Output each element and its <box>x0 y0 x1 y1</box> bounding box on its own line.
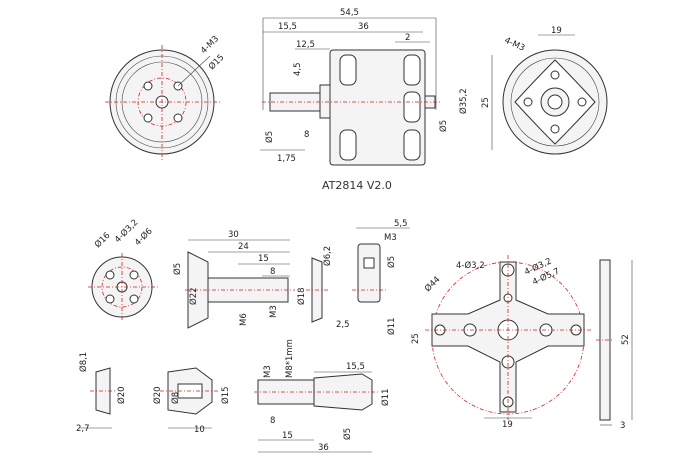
pa-len8: 8 <box>270 267 275 277</box>
cone-d15: Ø15 <box>220 386 231 404</box>
motor-d-body: Ø35,2 <box>458 88 469 114</box>
spacer-d81: Ø8,1 <box>78 352 89 372</box>
sa-d11: Ø11 <box>380 388 391 406</box>
xm-h25: 25 <box>411 333 421 344</box>
pa-len24: 24 <box>238 242 249 252</box>
motor-d-8: 8 <box>304 130 309 140</box>
motor-len-12: 12,5 <box>296 40 315 50</box>
spacer-d20: Ø20 <box>116 386 127 404</box>
x-mount-side: 52 3 <box>596 259 633 431</box>
rear-h25: 25 <box>481 97 491 108</box>
motor-d-shaft: Ø5 <box>264 131 275 143</box>
sa-len36: 36 <box>318 443 329 453</box>
nut-m3: M3 <box>384 233 397 243</box>
drawing-title: AT2814 V2.0 <box>322 179 392 192</box>
shaft-adapter-view: M3 M8*1mm 15,5 Ø11 8 15 36 Ø5 <box>254 339 391 453</box>
spacer-t27: 2,7 <box>76 424 90 434</box>
rear-holes-label: 4-M3 <box>503 36 526 54</box>
xm-h1: 4-Ø3,2 <box>456 260 485 271</box>
adapter-front-view: Ø16 4-Ø3,2 4-Ø6 <box>88 217 158 321</box>
xm-pcd: Ø44 <box>422 274 442 294</box>
xm-w19: 19 <box>502 420 513 430</box>
xm-t3: 3 <box>620 421 625 431</box>
cone-d8: Ø8 <box>170 392 181 404</box>
nut-d11: Ø11 <box>386 317 397 335</box>
sa-len155: 15,5 <box>346 362 365 372</box>
motor-len-2: 2 <box>405 33 410 43</box>
motor-len-shaft: 15,5 <box>278 22 297 32</box>
motor-d-shaft-right: Ø5 <box>438 120 449 132</box>
motor-len-total: 54,5 <box>340 8 359 18</box>
sa-len15: 15 <box>282 431 293 441</box>
washer-view: Ø6,2 2,5 <box>306 246 350 330</box>
sa-m8: M8*1mm <box>285 339 295 378</box>
pa-d18: Ø18 <box>296 287 307 305</box>
motor-front-pcd-label: Ø15 <box>206 52 226 72</box>
motor-side-view: 54,5 15,5 36 12,5 2 Ø5 4,5 8 Ø5 Ø35,2 1,… <box>260 8 469 166</box>
spacer-view: Ø8,1 Ø20 2,7 <box>76 352 127 434</box>
motor-front-view: 4-M3 Ø15 <box>105 34 227 160</box>
pa-m3: M3 <box>269 305 279 318</box>
cone-d20: Ø20 <box>152 386 163 404</box>
rear-w19: 19 <box>551 26 562 36</box>
pa-d5: Ø5 <box>172 263 183 275</box>
motor-rear-view: 19 4-M3 25 <box>481 26 608 155</box>
nut-d5: Ø5 <box>386 256 397 268</box>
motor-len-175: 1,75 <box>277 154 296 164</box>
motor-len-body: 36 <box>358 22 369 32</box>
sa-m3: M3 <box>263 365 273 378</box>
pa-m6: M6 <box>239 313 249 326</box>
cone-t10: 10 <box>194 425 205 435</box>
washer-d62: Ø6,2 <box>322 246 333 266</box>
pa-len15: 15 <box>258 254 269 264</box>
adapter-pcd: Ø16 <box>92 230 112 250</box>
sa-d5: Ø5 <box>342 428 353 440</box>
pa-d22: Ø22 <box>188 287 199 305</box>
motor-d-45: 4,5 <box>293 62 303 76</box>
sa-len8: 8 <box>270 416 275 426</box>
nut-view: 5,5 M3 Ø5 Ø11 <box>352 219 410 335</box>
cone-view: Ø20 Ø8 Ø15 10 <box>152 367 231 435</box>
washer-t25: 2,5 <box>336 320 350 330</box>
xm-h52: 52 <box>621 334 631 345</box>
nut-w55: 5,5 <box>394 219 408 229</box>
x-mount-view: 4-Ø3,2 4-Ø3,2 4-Ø5,7 Ø44 25 19 <box>411 255 592 430</box>
pa-len30: 30 <box>228 230 239 240</box>
prop-adapter-side: 30 24 15 8 Ø5 Ø22 Ø18 M6 M3 <box>172 230 307 329</box>
motor-front-holes-label: 4-M3 <box>199 34 221 56</box>
